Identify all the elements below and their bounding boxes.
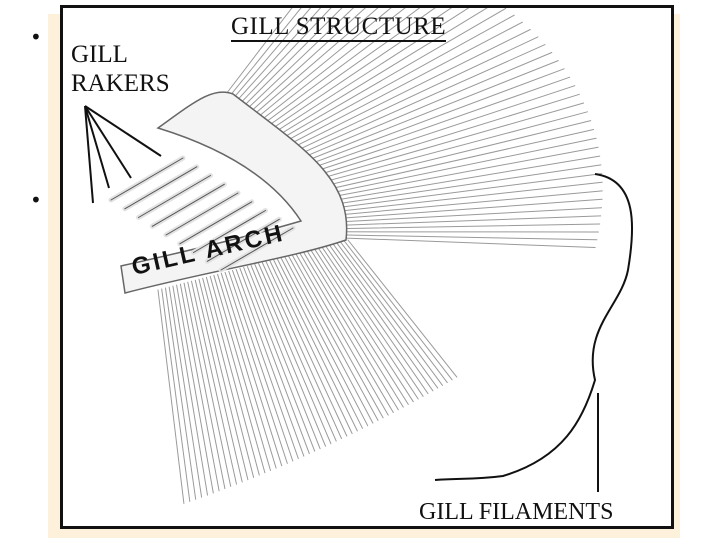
bullet-1: •: [30, 25, 42, 49]
gill-rakers-drawing: [108, 155, 296, 273]
gill-rakers-label: GILL RAKERS: [71, 41, 170, 97]
bullet-2: •: [30, 188, 42, 212]
filaments-brace: [434, 173, 634, 481]
gill-illustration: [84, 8, 634, 504]
rakers-pointer-lines: [84, 105, 162, 204]
gill-diagram-figure: GILL STRUCTURE GILL RAKERS GILL ARCH GIL…: [60, 5, 674, 529]
gill-filaments-drawing: [157, 8, 603, 504]
diagram-title: GILL STRUCTURE: [231, 13, 447, 42]
gill-filaments-label: GILL FILAMENTS: [419, 499, 614, 525]
